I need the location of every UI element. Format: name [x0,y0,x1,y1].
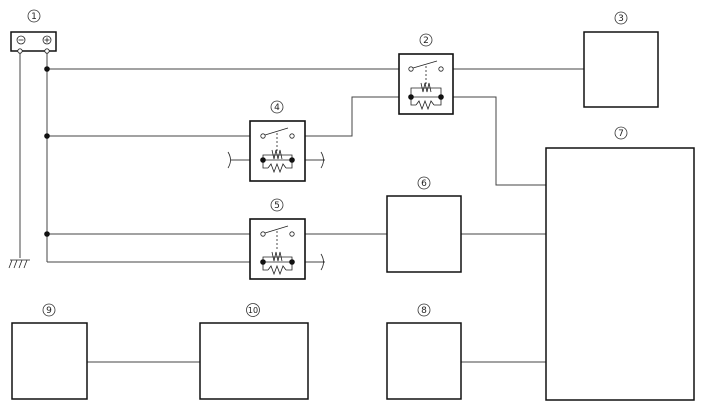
label-9-text: 9 [46,306,52,316]
label-10-text: 10 [248,306,258,315]
break-mark [320,253,324,271]
junction-dot [44,133,50,139]
component-9-box [11,322,88,400]
wire-relay2-to-c7 [453,96,546,186]
relay-5 [249,218,306,280]
label-3-text: 3 [618,14,624,24]
label-10: 10 [246,303,260,317]
battery [10,31,57,54]
label-7: 7 [614,126,628,140]
component-7-box [545,147,695,401]
label-6-text: 6 [421,179,427,189]
relay-5-body [249,218,306,280]
component-6-box [386,195,462,273]
component-8-box [386,322,462,400]
label-1: 1 [27,9,41,23]
break-mark [320,151,324,169]
junctions [44,66,50,237]
label-2-text: 2 [423,36,429,46]
wire-relay2-to-relay4 [305,96,399,137]
junction-dot [44,231,50,237]
label-5: 5 [270,198,284,212]
wires [8,50,584,363]
label-3: 3 [614,11,628,25]
label-2: 2 [419,33,433,47]
label-1-text: 1 [31,12,37,22]
relay-4 [249,120,306,182]
component-3-box [583,31,659,108]
label-6: 6 [417,176,431,190]
label-8: 8 [417,303,431,317]
ground-icon [8,259,30,269]
junction-dot [44,66,50,72]
relay-4-body [249,120,306,182]
label-4: 4 [270,100,284,114]
break-mark [227,151,231,169]
label-4-text: 4 [274,103,280,113]
label-7-text: 7 [618,129,624,139]
relay-2 [398,53,454,115]
component-labels: 1 2 3 4 5 6 7 8 [27,9,628,317]
label-5-text: 5 [274,201,280,211]
label-8-text: 8 [421,306,427,316]
label-9: 9 [42,303,56,317]
component-10-box [199,322,309,400]
